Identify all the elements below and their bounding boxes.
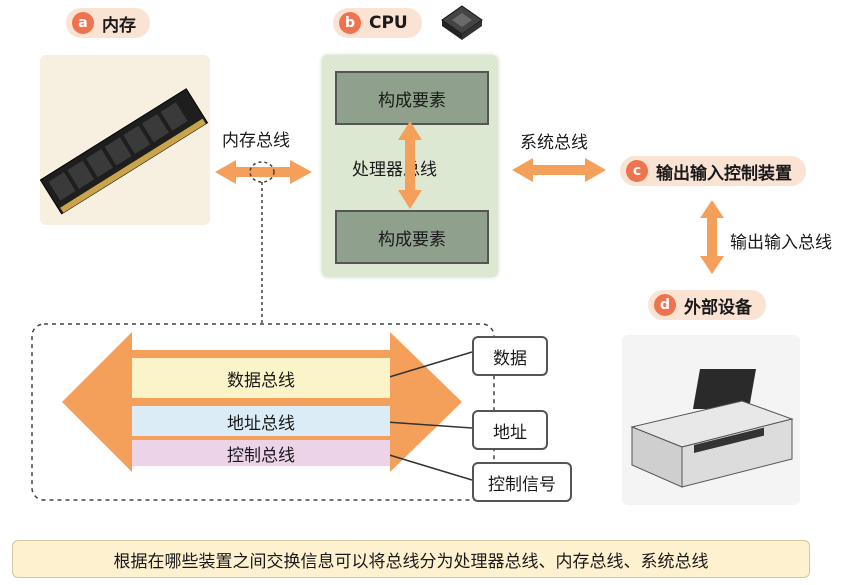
memory-image bbox=[39, 55, 210, 225]
address-callout: 地址 bbox=[472, 410, 548, 450]
memory-label: 内存 bbox=[102, 15, 136, 36]
io-controller-tag: c 输出输入控制装置 bbox=[620, 156, 806, 186]
external-device-label: 外部设备 bbox=[684, 297, 752, 318]
io-controller-label: 输出输入控制装置 bbox=[656, 163, 792, 184]
magnify-circle bbox=[249, 161, 275, 183]
cpu-unit-top: 构成要素 bbox=[335, 71, 489, 125]
address-bus-band: 地址总线 bbox=[132, 406, 390, 436]
processor-bus-label: 处理器总线 bbox=[352, 160, 437, 180]
external-device-badge: d bbox=[654, 294, 676, 316]
memory-badge: a bbox=[72, 12, 94, 34]
cpu-chip-icon bbox=[441, 5, 483, 40]
cpu-unit-bottom: 构成要素 bbox=[335, 210, 489, 264]
processor-bus-arrow bbox=[398, 121, 422, 209]
system-bus-label: 系统总线 bbox=[520, 133, 588, 153]
memory-bus-arrow bbox=[215, 160, 312, 184]
control-bus-band: 控制总线 bbox=[132, 440, 390, 466]
memory-tag: a 内存 bbox=[66, 8, 150, 38]
caption-bar: 根据在哪些装置之间交换信息可以将总线分为处理器总线、内存总线、系统总线 bbox=[12, 540, 810, 578]
data-bus-band: 数据总线 bbox=[132, 358, 390, 398]
cpu-tag: b CPU bbox=[333, 8, 422, 38]
printer-image bbox=[622, 335, 800, 505]
bus-detail-box bbox=[31, 323, 495, 501]
bus-arrows bbox=[31, 121, 724, 501]
control-pointer bbox=[385, 453, 473, 481]
system-bus-arrow bbox=[512, 158, 606, 182]
address-pointer bbox=[385, 421, 473, 429]
io-controller-badge: c bbox=[626, 160, 648, 182]
io-bus-label: 输出输入总线 bbox=[730, 233, 832, 253]
external-device-tag: d 外部设备 bbox=[648, 290, 766, 320]
io-bus-arrow bbox=[700, 200, 724, 274]
data-callout: 数据 bbox=[472, 336, 548, 376]
memory-bus-label: 内存总线 bbox=[222, 131, 290, 151]
data-pointer bbox=[385, 351, 473, 379]
cpu-badge: b bbox=[339, 12, 361, 34]
cpu-box: 构成要素 处理器总线 构成要素 bbox=[322, 55, 498, 277]
control-signal-callout: 控制信号 bbox=[472, 462, 572, 502]
ram-module-icon bbox=[39, 88, 209, 215]
cpu-label: CPU bbox=[369, 13, 408, 33]
printer-icon bbox=[630, 369, 794, 488]
